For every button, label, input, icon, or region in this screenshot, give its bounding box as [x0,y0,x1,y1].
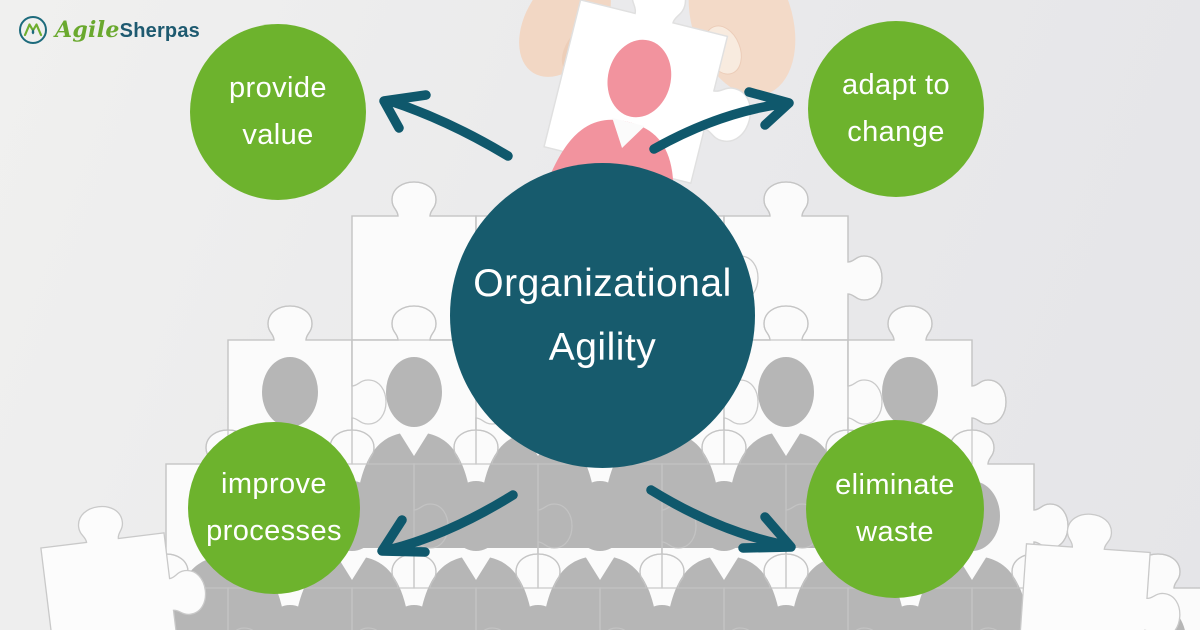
node-eliminate-waste-line2: waste [856,516,934,548]
node-provide-value: provide value [190,24,366,200]
node-adapt-to-change-line1: adapt to [841,69,950,102]
node-provide-value-line2: value [242,119,314,151]
brand-name-sherpas: Sherpas [119,20,200,42]
arrow-to-adapt-to-change [649,87,794,154]
node-improve-processes-line1: improve [221,468,327,501]
brand-name-agile: Agile [55,17,120,43]
center-node-organizational-agility: Organizational Agility [450,163,755,468]
arrow-to-provide-value [379,90,513,161]
center-node-line2: Agility [548,325,657,369]
node-improve-processes-line2: processes [206,515,342,547]
node-provide-value-line1: provide [229,72,327,105]
node-adapt-to-change-line2: change [847,116,945,148]
node-eliminate-waste-line1: eliminate [835,469,955,502]
arrow-to-eliminate-waste [646,485,796,553]
node-improve-processes: improve processes [188,422,360,594]
arrow-to-improve-processes [377,490,518,557]
node-adapt-to-change: adapt to change [808,21,984,197]
agilesherpas-mountain-icon [19,16,47,44]
center-node-line1: Organizational [473,262,732,306]
node-eliminate-waste: eliminate waste [806,420,984,598]
